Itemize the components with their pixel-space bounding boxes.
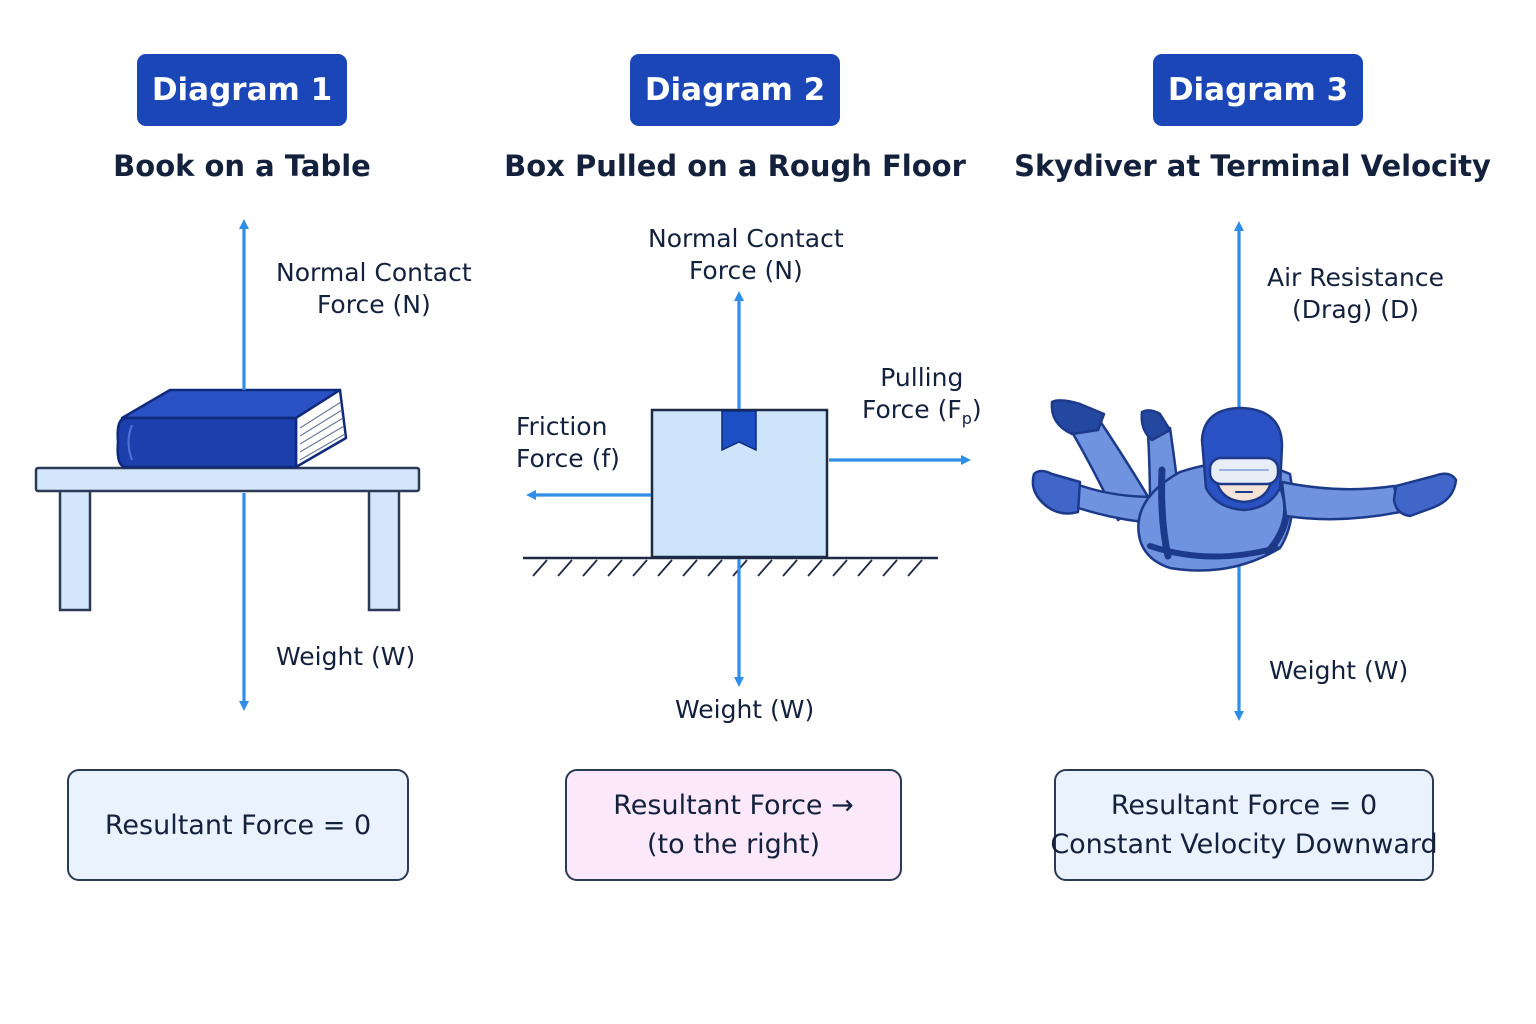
resultant-box-3: Resultant Force = 0 Constant Velocity Do… [1050, 769, 1438, 881]
diagram-3-title: Skydiver at Terminal Velocity [1014, 149, 1491, 183]
diagram-1-badge: Diagram 1 [137, 54, 347, 126]
resultant-text-1: Resultant Force = 0 [104, 809, 372, 841]
diagram-2-badge: Diagram 2 [630, 54, 840, 126]
pulling-force-label: Pulling Force (Fp) [862, 363, 982, 428]
diagram-2-title: Box Pulled on a Rough Floor [504, 149, 966, 183]
friction-force-label: Friction Force (f) [516, 412, 620, 473]
drag-force-label: Air Resistance (Drag) (D) [1267, 263, 1444, 324]
book-icon [116, 388, 348, 469]
diagram-3-badge: Diagram 3 [1153, 54, 1363, 126]
table [34, 466, 421, 612]
rough-floor [523, 556, 938, 577]
resultant-box-1: Resultant Force = 0 [67, 769, 409, 881]
resultant-direction-2: (to the right) [646, 829, 821, 860]
resultant-box-2: Resultant Force → (to the right) [565, 769, 902, 881]
weight-label-3: Weight (W) [1269, 656, 1409, 685]
resultant-text-2: Resultant Force → [613, 790, 854, 821]
diagram-1-title: Book on a Table [113, 149, 371, 183]
resultant-motion-3: Constant Velocity Downward [1050, 829, 1438, 860]
normal-force-label-2: Normal Contact Force (N) [648, 224, 844, 285]
weight-label-1: Weight (W) [276, 642, 416, 671]
box-icon [650, 408, 829, 559]
weight-label-2: Weight (W) [675, 695, 815, 724]
normal-force-label-1: Normal Contact Force (N) [276, 258, 472, 319]
resultant-text-3: Resultant Force = 0 [1110, 790, 1378, 821]
skydiver-icon [1031, 399, 1458, 572]
